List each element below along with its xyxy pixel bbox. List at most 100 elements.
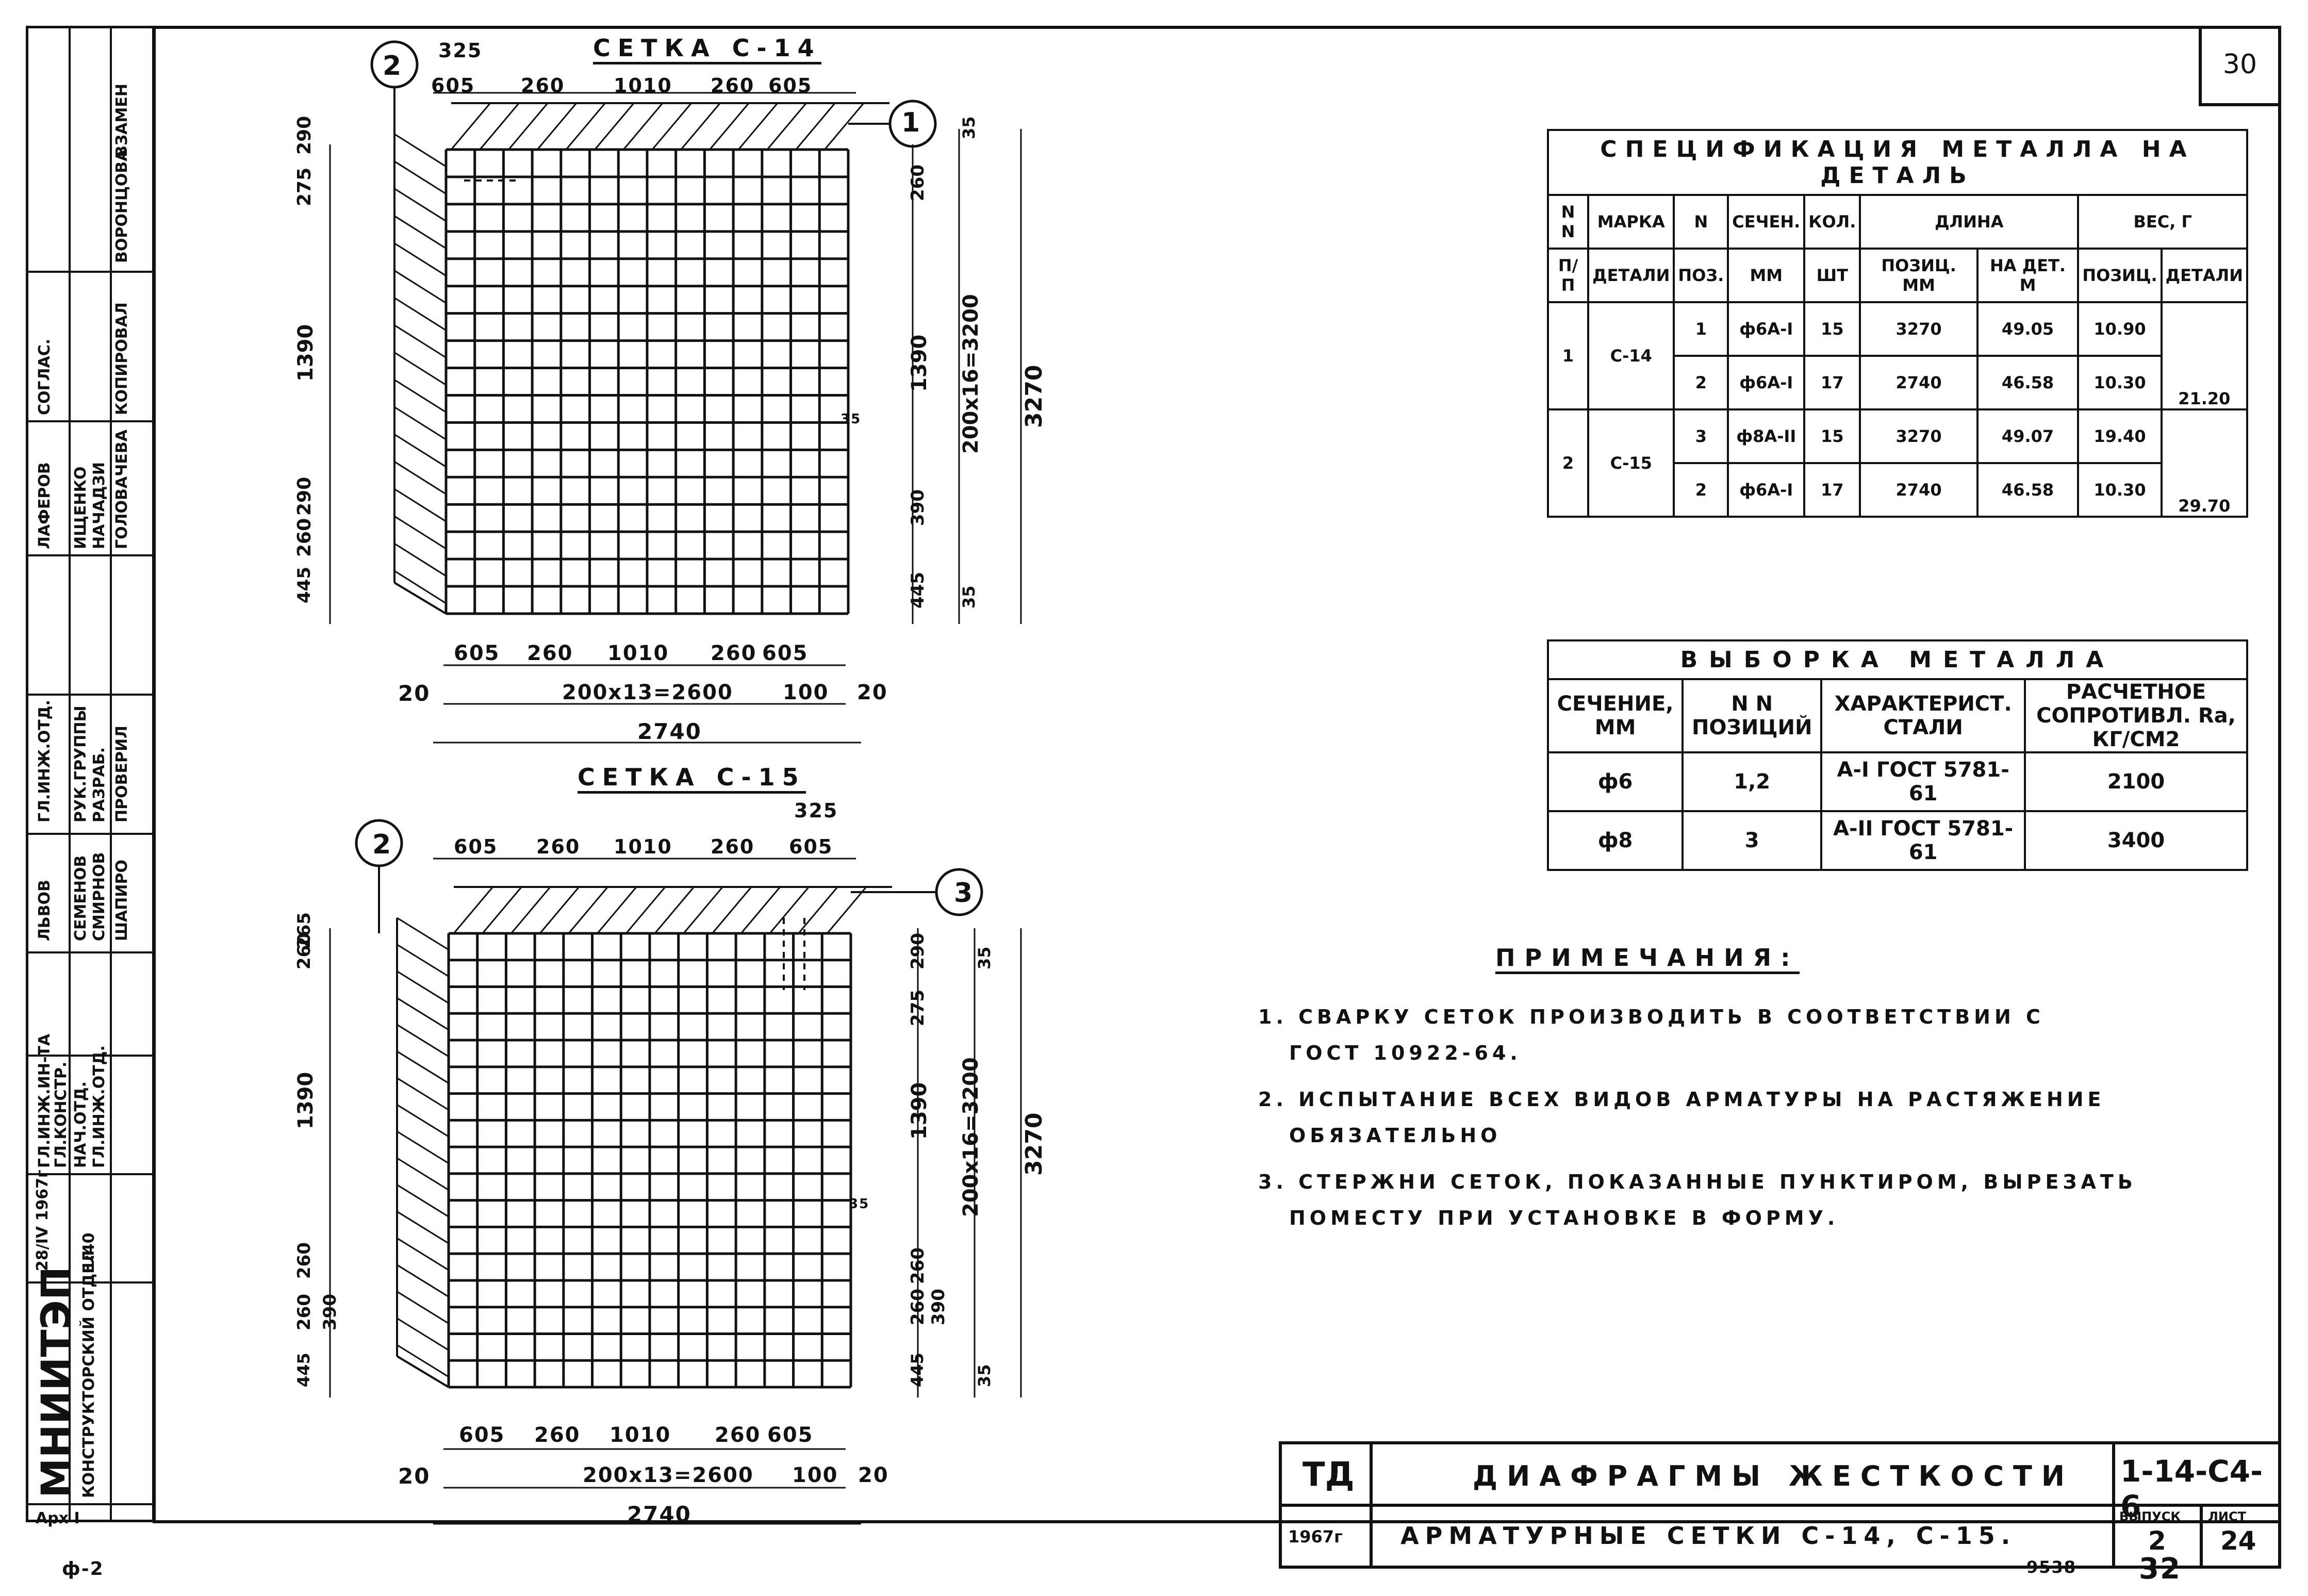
archive-number: Арх I	[36, 1509, 80, 1527]
spec-subheader: НА ДЕТ. М	[1976, 248, 2080, 303]
selection-header: ХАРАКТЕРИСТ. СТАЛИ	[1820, 678, 2026, 753]
mesh14-right-dim: 35	[959, 585, 979, 608]
mesh15-bottom-end: 20	[398, 1463, 431, 1489]
mesh15-top-dim: 1010	[614, 835, 672, 858]
spec-cell: 10.30	[2077, 462, 2163, 518]
mesh14-bottom-end: 100	[783, 681, 829, 704]
spec-cell: 19.40	[2077, 408, 2163, 464]
mesh14-hatch	[394, 270, 447, 304]
mesh14-hatch	[394, 324, 447, 358]
mesh15-title: СЕТКА С-15	[578, 763, 806, 794]
mesh15-hatch	[397, 1291, 449, 1324]
spec-cell: 49.05	[1976, 301, 2080, 357]
mesh14-right-inner-dim: 260	[908, 164, 928, 201]
mesh15-top-dim: 260	[711, 835, 755, 858]
stamp-line	[28, 1281, 152, 1284]
mesh14-hatch	[394, 461, 447, 495]
spec-cell: 15	[1803, 408, 1861, 464]
stamp-strip: МНИИТЭП КОНСТРУКТОРСКИЙ ОТДЕЛ 28/IV 1967…	[26, 26, 155, 1527]
selection-cell: 3	[1681, 810, 1823, 871]
spec-cell: 46.58	[1976, 355, 2080, 410]
tb-year: 1967г	[1288, 1527, 1343, 1546]
spec-cell: 17	[1803, 462, 1861, 518]
spec-cell: 21.20	[2160, 301, 2249, 410]
spec-cell: ф8A-II	[1727, 408, 1806, 464]
spec-header: СЕЧЕН.	[1727, 194, 1806, 250]
selection-cell: 3400	[2024, 810, 2248, 871]
mesh14-hatch	[394, 352, 447, 386]
mesh15-bottom-span: 200x13=2600	[583, 1463, 754, 1487]
notes-title: ПРИМЕЧАНИЯ:	[1495, 944, 1800, 974]
table-row: ф8 3 A-II ГОСТ 5781-61 3400	[1546, 810, 2248, 871]
selection-cell: 2100	[2024, 751, 2248, 812]
mesh15-right-inner-dim: 1390	[908, 1082, 931, 1140]
mesh15-bottom-dim: 605	[767, 1423, 814, 1447]
mesh15-right-inner-dim: 260	[908, 1289, 928, 1325]
spec-cell: 15	[1803, 301, 1861, 357]
mesh15-right-inner-dim: 390	[928, 1289, 949, 1325]
mesh15-hatch	[397, 1211, 449, 1244]
mesh15-bottom-dim: 1010	[609, 1423, 671, 1447]
mesh14-left-dim: 260	[294, 518, 315, 557]
mesh14-bottom-dim: 605	[762, 641, 809, 665]
spec-cell: 10.30	[2077, 355, 2163, 410]
mesh14-hatch	[394, 488, 447, 522]
mesh14-right-dim: 35	[959, 116, 979, 139]
mesh14-hatch	[394, 379, 447, 413]
corner-sheet-number: 30	[2199, 26, 2278, 106]
selection-header: РАСЧЕТНОЕ СОПРОТИВЛ. Ra, КГ/СМ2	[2024, 678, 2248, 753]
mesh14-hatch	[824, 103, 865, 150]
spec-cell: 3	[1673, 408, 1729, 464]
mesh15-hatch	[397, 1344, 449, 1378]
title-block: ТД 1967г ДИАФРАГМЫ ЖЕСТКОСТИ АРМАТУРНЫЕ …	[1279, 1441, 2281, 1569]
mesh14-bottom-span: 200x13=2600	[562, 681, 733, 704]
mesh15-hatch	[397, 1264, 449, 1297]
tb-issue-label: ВЫПУСК	[2119, 1509, 2181, 1524]
mesh15-left-dim: 445	[294, 1353, 314, 1387]
mesh15-hatch	[683, 886, 723, 934]
mesh15-left-dim: 260	[294, 1294, 315, 1330]
selection-header: СЕЧЕНИЕ, ММ	[1546, 678, 1684, 753]
spec-header: КОЛ.	[1803, 194, 1861, 250]
mesh15-right-dim: 35	[975, 1364, 994, 1387]
mesh15-hatch	[712, 886, 752, 934]
mesh15-right-inner-dim: 260	[908, 1247, 928, 1284]
spec-cell: 10.90	[2077, 301, 2163, 357]
mesh14-callout-circle	[370, 40, 419, 89]
mesh14-hatch	[594, 103, 635, 150]
mesh15-bottom-end: 20	[858, 1463, 889, 1487]
tb-code: ТД	[1303, 1456, 1355, 1494]
mesh15-hatch	[397, 970, 449, 1004]
tb-series: 1-14-С4-6	[2120, 1454, 2263, 1524]
mesh15-hatch	[397, 1318, 449, 1351]
bottom-left-mark: ф-2	[62, 1558, 104, 1579]
mesh14-bottom-end: 20	[398, 681, 431, 706]
mesh15-hatch	[397, 917, 449, 951]
tb-divider	[1282, 1504, 2278, 1507]
mesh15-callout-2: 2	[372, 829, 392, 860]
tb-title: ДИАФРАГМЫ ЖЕСТКОСТИ	[1473, 1460, 2074, 1492]
mesh14-callout-2: 2	[383, 51, 403, 81]
spec-cell: ф6A-I	[1727, 355, 1806, 410]
mesh14-top-dim: 260	[521, 74, 565, 97]
table-row: 1 С-14 1 ф6A-I 15 3270 49.05 10.90 21.20	[1546, 301, 2249, 410]
spec-cell: ф6A-I	[1727, 462, 1806, 518]
spec-cell: 3270	[1859, 301, 1979, 357]
tb-sheet: 24	[2220, 1526, 2256, 1556]
note-line: ПОМЕСТУ ПРИ УСТАНОВКЕ В ФОРМУ.	[1289, 1207, 1839, 1229]
spec-subheader: П/П	[1546, 248, 1590, 303]
mesh15-callout-3: 3	[954, 878, 974, 909]
mesh14-hatch	[737, 103, 779, 150]
stamp-line	[28, 271, 152, 273]
selection-cell: 1,2	[1681, 751, 1823, 812]
table-row: 2 ф6A-I 17 2740 46.58 10.30	[1548, 462, 2247, 518]
spec-cell: 2	[1673, 462, 1729, 518]
note-line: 1. СВАРКУ СЕТОК ПРОИЗВОДИТЬ В СООТВЕТСТВ…	[1258, 1006, 2045, 1028]
mesh14-right-inner-dim: 390	[908, 489, 928, 526]
spec-cell: С-15	[1587, 408, 1675, 518]
spec-table: СПЕЦИФИКАЦИЯ МЕТАЛЛА НА ДЕТАЛЬ N N МАРКА…	[1546, 129, 2249, 518]
mesh15-bottom-dim: 260	[534, 1423, 581, 1447]
mesh14-top-dim: 1010	[614, 74, 672, 97]
stamp-line	[28, 1503, 152, 1505]
